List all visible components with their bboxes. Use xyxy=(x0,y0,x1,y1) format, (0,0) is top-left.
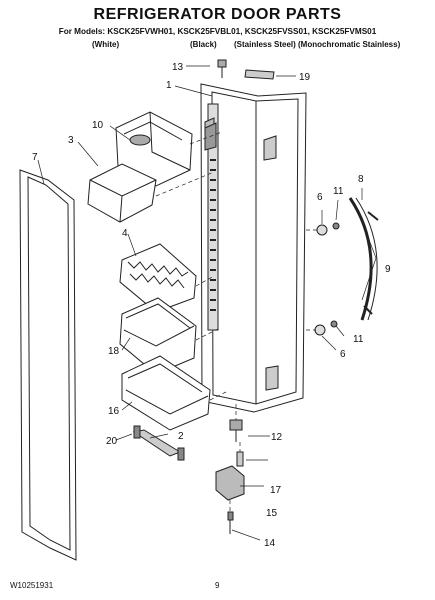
callout-12: 12 xyxy=(271,432,283,443)
dairy-bin xyxy=(87,163,157,223)
variant-black: (Black) xyxy=(190,40,217,49)
bottom-screw xyxy=(227,511,234,534)
doc-number: W10251931 xyxy=(10,581,54,590)
callout-16: 16 xyxy=(108,406,120,417)
bottom-hinge-bushing xyxy=(229,419,243,442)
callout-17: 17 xyxy=(270,485,282,496)
callout-leaders xyxy=(37,65,377,541)
callout-11a: 11 xyxy=(333,186,344,197)
hinge-bracket xyxy=(215,465,245,501)
callout-9: 9 xyxy=(385,264,391,275)
callout-11b: 11 xyxy=(353,334,364,345)
dairy-door xyxy=(115,111,193,187)
door-bin-large xyxy=(121,355,211,431)
door-assembly xyxy=(200,83,307,413)
callout-20: 20 xyxy=(106,436,118,447)
hinge-screw xyxy=(236,451,244,467)
callout-13: 13 xyxy=(172,62,184,73)
page-title: REFRIGERATOR DOOR PARTS xyxy=(93,6,342,23)
callout-7: 7 xyxy=(32,152,38,163)
models-line: For Models: KSCK25FVWH01, KSCK25FVBL01, … xyxy=(58,27,377,36)
callout-2: 2 xyxy=(178,431,184,442)
top-hinge-screw xyxy=(217,59,227,78)
callout-numbers: 1 2 3 4 6 6 7 8 9 10 11 11 12 13 14 15 1… xyxy=(32,62,391,549)
variant-monochromatic: (Monochromatic Stainless) xyxy=(298,40,401,49)
hinge-cover xyxy=(244,69,275,80)
callout-8: 8 xyxy=(358,174,364,185)
callout-3: 3 xyxy=(68,135,74,146)
bin-clips xyxy=(132,425,185,461)
callout-6a: 6 xyxy=(317,192,323,203)
callout-14: 14 xyxy=(264,538,276,549)
egg-tray xyxy=(119,243,197,313)
callout-15: 15 xyxy=(266,508,278,519)
callout-19: 19 xyxy=(299,72,311,83)
door-gasket xyxy=(19,169,77,561)
callout-10: 10 xyxy=(92,120,104,131)
callout-18: 18 xyxy=(108,346,120,357)
variant-white: (White) xyxy=(92,40,120,49)
callout-1: 1 xyxy=(166,80,172,91)
callout-6b: 6 xyxy=(340,349,346,360)
page-number: 9 xyxy=(215,581,220,590)
handle-assembly xyxy=(314,197,379,336)
variant-stainless: (Stainless Steel) xyxy=(234,40,296,49)
callout-4: 4 xyxy=(122,228,128,239)
door-bin-small xyxy=(119,297,197,375)
